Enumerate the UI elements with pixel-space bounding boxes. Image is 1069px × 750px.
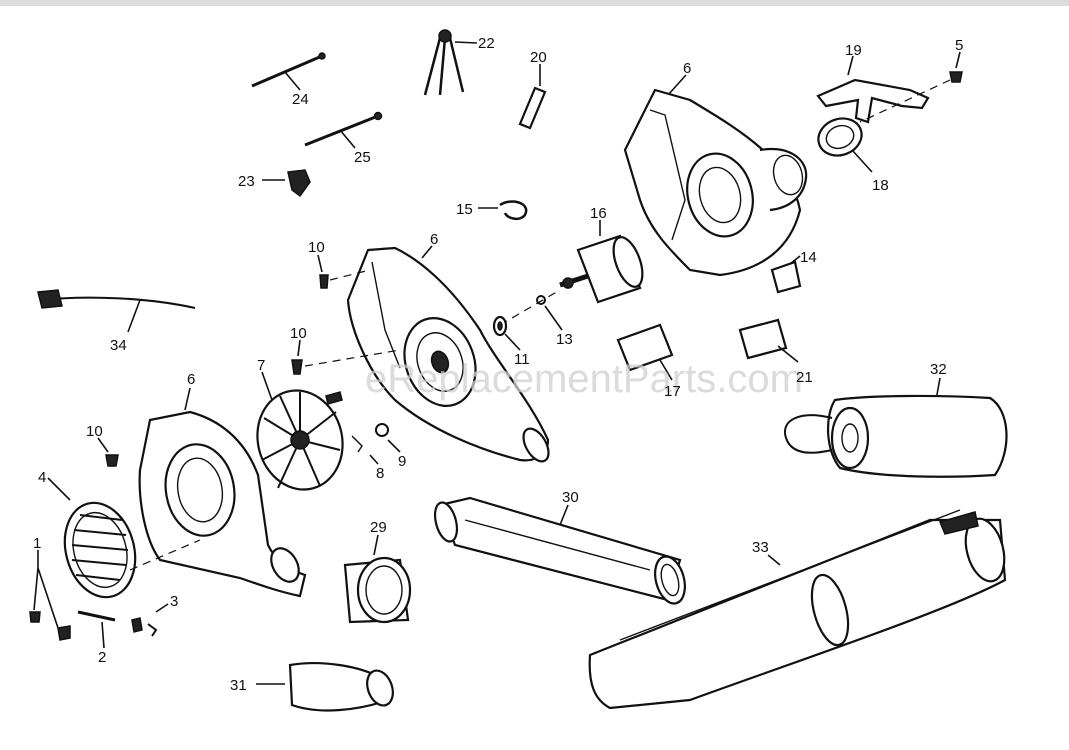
part-5-screw[interactable] [859, 51, 963, 123]
part-7-fan-impeller[interactable] [246, 371, 353, 499]
callout-8: 8 [376, 465, 384, 482]
part-23-clip[interactable] [262, 169, 311, 198]
callout-3: 3 [170, 593, 178, 610]
callout-31: 31 [230, 677, 247, 694]
part-33-vacuum-tube[interactable] [588, 509, 1011, 710]
callout-19: 19 [845, 42, 862, 59]
part-10-screw-top[interactable] [317, 254, 371, 289]
callout-6-right-housing: 6 [683, 60, 691, 77]
callout-5: 5 [955, 37, 963, 54]
part-30-blower-tube[interactable] [431, 496, 690, 607]
part-1-screws[interactable] [29, 550, 71, 641]
callout-21: 21 [796, 369, 813, 386]
callout-11: 11 [514, 351, 530, 368]
part-4-intake-grille[interactable] [47, 477, 201, 605]
callout-16: 16 [590, 205, 607, 222]
scan-edge [0, 0, 1069, 6]
part-10-screw-bottom[interactable] [97, 437, 119, 467]
callout-10-bottom: 10 [86, 423, 103, 440]
part-9-washer[interactable] [375, 423, 401, 453]
part-13-washer[interactable] [536, 295, 563, 331]
watermark-text: eReplacementParts.com [365, 357, 803, 401]
part-6-housing-right[interactable] [623, 74, 808, 277]
part-17-label[interactable] [616, 323, 674, 381]
callout-20: 20 [530, 49, 547, 66]
part-22-wire-harness[interactable] [423, 29, 478, 96]
part-24-rod[interactable] [251, 52, 326, 91]
callout-10-top: 10 [308, 239, 325, 256]
part-2-pin[interactable] [77, 610, 116, 649]
callout-33: 33 [752, 539, 769, 556]
callout-34: 34 [110, 337, 127, 354]
callout-2: 2 [98, 649, 106, 666]
callout-30: 30 [562, 489, 579, 506]
callout-23: 23 [238, 173, 255, 190]
part-18-ring[interactable] [813, 113, 873, 173]
callout-24: 24 [292, 91, 309, 108]
part-19-trigger-bracket[interactable] [816, 55, 930, 124]
part-16-motor[interactable] [499, 220, 648, 326]
callout-32: 32 [930, 361, 947, 378]
part-32-collection-bag[interactable] [783, 377, 1008, 478]
part-8-nut[interactable] [325, 391, 379, 465]
part-15-spring-clip[interactable] [478, 200, 528, 221]
part-34-power-cord[interactable] [37, 289, 196, 333]
part-31-elbow-nozzle[interactable] [256, 662, 397, 712]
callout-14: 14 [800, 249, 817, 266]
part-20-switch[interactable] [518, 64, 547, 130]
part-25-rod[interactable] [304, 111, 383, 149]
callout-29: 29 [370, 519, 387, 536]
part-6-housing-front[interactable] [138, 387, 307, 598]
callout-7: 7 [257, 357, 265, 374]
callout-15: 15 [456, 201, 473, 218]
callout-4: 4 [38, 469, 46, 486]
part-14-tab[interactable] [770, 255, 802, 294]
callout-18: 18 [872, 177, 889, 194]
part-3-clips[interactable] [131, 603, 169, 637]
callout-13: 13 [556, 331, 573, 348]
callout-6-front-housing: 6 [187, 371, 195, 388]
callout-10-middle: 10 [290, 325, 307, 342]
callout-1: 1 [33, 535, 41, 552]
callout-22: 22 [478, 35, 495, 52]
callout-9: 9 [398, 453, 406, 470]
callout-17: 17 [664, 383, 681, 400]
part-29-coupler[interactable] [343, 534, 412, 624]
part-6-housing-center[interactable] [346, 245, 554, 466]
callout-25: 25 [354, 149, 371, 166]
part-10-screw-middle[interactable] [291, 339, 401, 375]
part-21-label[interactable] [738, 318, 799, 363]
part-11-bearing[interactable] [492, 315, 521, 351]
callout-6-center-housing: 6 [430, 231, 438, 248]
